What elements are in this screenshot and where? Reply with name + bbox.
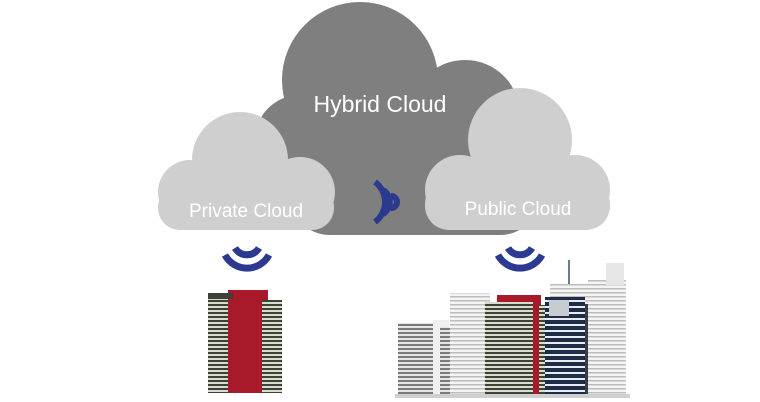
public-cloud — [425, 88, 610, 230]
wifi-signal-icon — [373, 179, 400, 225]
wifi-signal-icon — [221, 245, 273, 272]
private-datacenter-building — [208, 290, 282, 393]
public-datacenter-buildings — [395, 260, 630, 398]
private-cloud — [158, 112, 335, 230]
public-cloud-label: Public Cloud — [465, 199, 572, 220]
hybrid-cloud-label: Hybrid Cloud — [314, 91, 447, 117]
private-cloud-label: Private Cloud — [189, 201, 303, 222]
wifi-signal-icon — [494, 245, 546, 272]
